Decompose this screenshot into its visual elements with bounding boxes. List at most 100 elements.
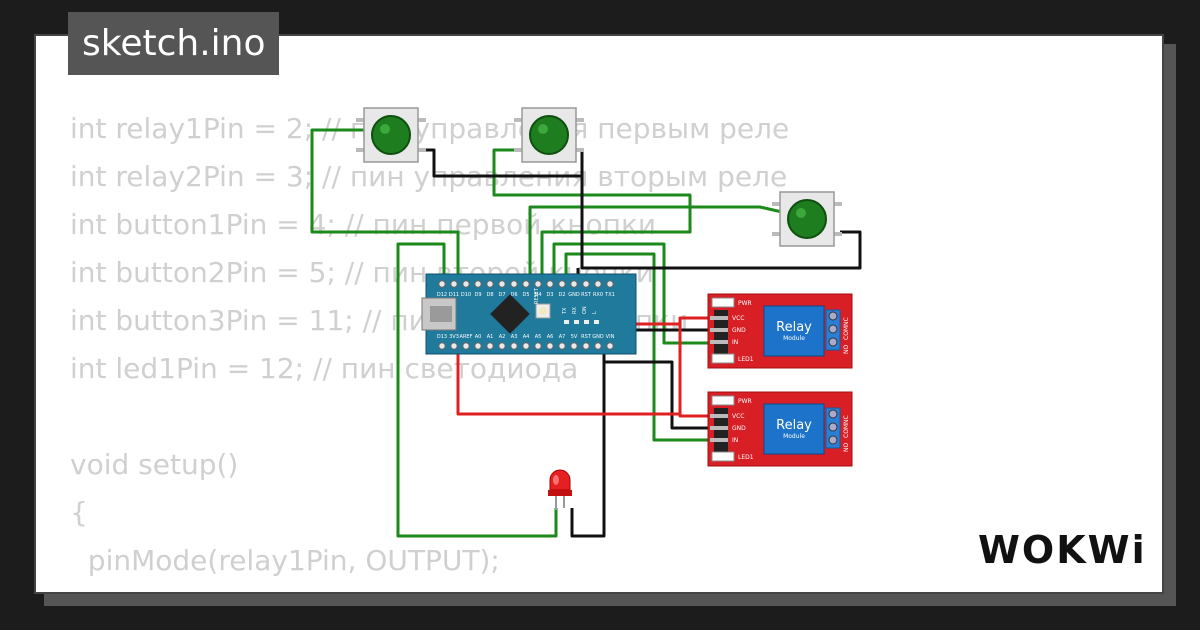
terminal-screw[interactable] [828,422,838,432]
board-pin[interactable] [582,280,590,288]
board-pin-label: A5 [535,334,542,340]
pushbutton-2[interactable] [514,107,584,163]
pwr-label: PWR [738,300,752,307]
wire-button3-green [528,205,783,282]
board-pin[interactable] [462,342,470,350]
terminal-label: NO [843,345,850,354]
relay-body [763,305,825,357]
board-pin-label: D8 [486,292,493,298]
board-pin[interactable] [438,280,446,288]
board-pin-label: A0 [475,334,482,340]
board-pin[interactable] [582,342,590,350]
pushbutton-1[interactable] [356,107,426,163]
relay-led-label: LED1 [738,356,754,363]
board-pin[interactable] [558,280,566,288]
code-line: int relay1Pin = 2; // пин управления пер… [70,112,790,145]
board-pin[interactable] [474,342,482,350]
relay-led [711,451,735,462]
terminal-screw[interactable] [828,409,838,419]
board-pin-label: GND [568,292,580,298]
relay-pin[interactable] [710,414,728,418]
code-line: pinMode(relay1Pin, OUTPUT); [70,544,500,577]
board-pin[interactable] [522,280,530,288]
board-pin-label: D13 [437,334,447,340]
board-pin[interactable] [438,342,446,350]
board-pin[interactable] [510,342,518,350]
pwr-led [711,395,735,406]
board-pin-label: 3V3 [449,334,459,340]
file-name-tab[interactable]: sketch.ino [68,12,280,75]
wire-button2-green [492,148,692,282]
board-pin[interactable] [498,280,506,288]
board-led-label: L [592,311,598,314]
terminal-screw[interactable] [828,337,838,347]
relay-pin-label: GND [732,425,746,432]
wokwi-logo: WOKWi [978,528,1147,572]
reset-label: RESET [534,287,540,304]
board-pin-label: VIN [606,334,615,340]
board-pin[interactable] [534,280,542,288]
board-pin-label: RST [581,334,592,340]
board-pin-label: D5 [522,292,529,298]
relay-pin[interactable] [710,426,728,430]
terminal-screw[interactable] [828,324,838,334]
relay-modules: PWRVCCGNDINLED1RelayModuleNOCOMNCPWRVCCG… [707,293,853,467]
board-led-label: RX [572,307,578,314]
board-pin-label: AREF [460,334,473,340]
pushbutton-3[interactable] [772,191,842,247]
board-pin-label: RST [581,292,592,298]
terminal-screw[interactable] [828,311,838,321]
board-pin[interactable] [450,342,458,350]
board-pin[interactable] [462,280,470,288]
board-pin[interactable] [486,342,494,350]
board-led [564,320,569,324]
board-pin[interactable] [558,342,566,350]
board-pin-label: D12 [437,292,447,298]
board-pin[interactable] [546,280,554,288]
board-pin[interactable] [594,342,602,350]
red-led[interactable] [548,469,572,510]
terminal-label: NO [843,443,850,452]
board-pin[interactable] [486,280,494,288]
board-pin[interactable] [606,342,614,350]
board-pin[interactable] [522,342,530,350]
board-pin[interactable] [450,280,458,288]
pwr-led [711,297,735,308]
board-pin-label: D3 [546,292,553,298]
relay-sublabel: Module [783,335,805,342]
relay-pin-label: VCC [732,413,744,420]
board-pin-label: A2 [499,334,506,340]
board-pin[interactable] [510,280,518,288]
board-pin-label: A4 [523,334,530,340]
code-line: int button1Pin = 4; // пин первой кнопки [70,208,657,241]
wire-led-green [396,242,558,538]
board-pin-label: A6 [547,334,554,340]
board-pin[interactable] [546,342,554,350]
wire-relay-gnd-black [602,346,712,430]
relay-pin[interactable] [710,438,728,442]
board-pin-label: D10 [461,292,471,298]
board-pin-label: A7 [559,334,566,340]
board-pin[interactable] [498,342,506,350]
code-line: int led1Pin = 12; // пин светодиода [70,352,579,385]
terminal-label: NC [843,317,850,326]
board-pin-label: GND [592,334,604,340]
relay-pin[interactable] [710,340,728,344]
board-pin[interactable] [594,280,602,288]
terminal-screw[interactable] [828,435,838,445]
relay-pin[interactable] [710,316,728,320]
board-pin[interactable] [534,342,542,350]
wire-relay2-in-green [564,252,712,442]
board-pin-label: D9 [474,292,481,298]
relay-label: Relay [776,418,812,433]
board-pin[interactable] [474,280,482,288]
wire-led-gnd-black [570,362,606,538]
board-pin[interactable] [570,342,578,350]
board-pin[interactable] [570,280,578,288]
board-pin[interactable] [606,280,614,288]
relay-pin[interactable] [710,328,728,332]
